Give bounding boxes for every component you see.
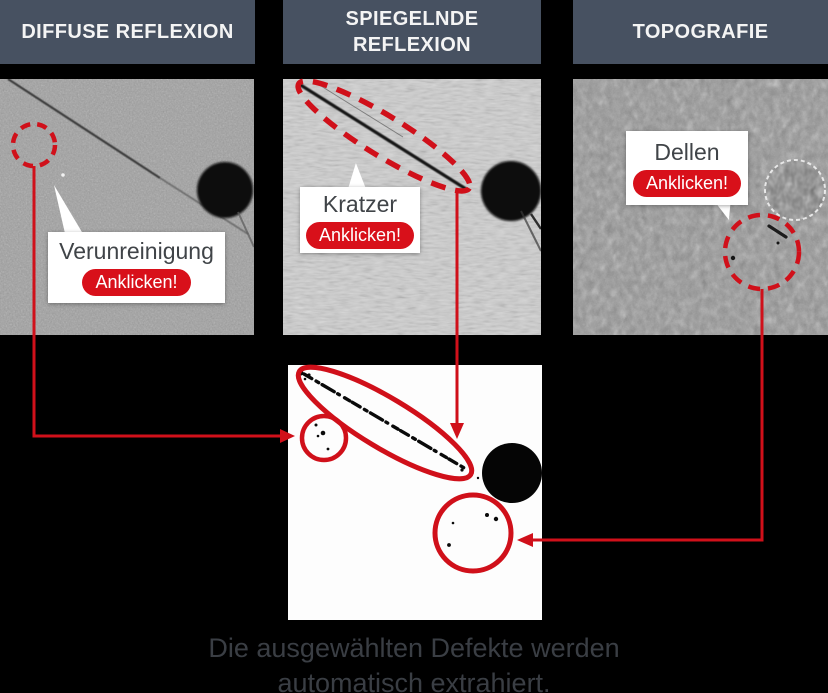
reference-hole [482,443,542,503]
reference-hole [481,161,541,221]
dust-speck [61,173,65,177]
scratch-line [7,79,161,179]
reference-hole [197,162,253,218]
panel-header-diffuse-reflexion: DIFFUSE REFLEXION [0,0,255,64]
tooltip-label-kratzer: Kratzer [322,190,398,217]
caption-line-2: automatisch extrahiert. [277,668,551,693]
scratch-tail-2 [520,210,541,252]
tooltip-kratzer: Kratzer Anklicken! [300,187,420,253]
tooltip-verunreinigung: Verunreinigung Anklicken! [48,232,225,303]
panel-header-spiegelnde-reflexion: SPIEGELNDE REFLEXION [283,0,541,64]
panel-header-topografie: TOPOGRAFIE [573,0,828,64]
caption: Die ausgewählten Defekte werden automati… [0,631,828,693]
tooltip-label-verunreinigung: Verunreinigung [59,238,214,264]
porous-blob [764,159,826,221]
tooltip-dellen: Dellen Anklicken! [626,131,748,205]
extracted-defects-image [288,365,542,620]
anklicken-button-verunreinigung[interactable]: Anklicken! [82,269,191,296]
tooltip-label-dellen: Dellen [654,138,720,165]
scratch-tail [530,213,541,230]
caption-line-1: Die ausgewählten Defekte werden [208,633,620,663]
anklicken-button-kratzer[interactable]: Anklicken! [305,221,415,249]
anklicken-button-dellen[interactable]: Anklicken! [632,169,742,197]
image-topografie [573,79,828,335]
